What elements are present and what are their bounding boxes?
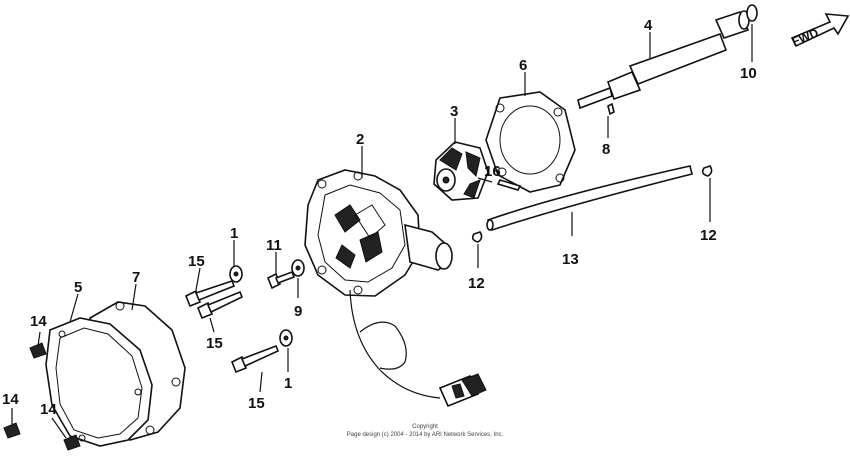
callout-12-left: 12 xyxy=(468,275,485,292)
callout-14-a: 14 xyxy=(30,313,47,330)
part-5-gasket xyxy=(45,317,153,447)
part-12-clamp-left xyxy=(471,231,483,243)
part-6-cover xyxy=(485,91,576,193)
callout-5: 5 xyxy=(74,279,82,296)
callout-13: 13 xyxy=(562,251,579,268)
part-4-shaft xyxy=(577,10,750,110)
leader-lines xyxy=(11,24,753,439)
callout-16: 16 xyxy=(484,163,501,180)
callout-14-b: 14 xyxy=(2,391,19,408)
callout-15-lower: 15 xyxy=(248,395,265,412)
fwd-label: FWD xyxy=(790,25,821,48)
callout-12-right: 12 xyxy=(700,227,717,244)
callout-4: 4 xyxy=(644,17,653,34)
callout-6: 6 xyxy=(519,57,527,74)
part-11-bolt xyxy=(266,270,296,290)
callout-14-c: 14 xyxy=(40,401,57,418)
callout-11: 11 xyxy=(266,237,282,254)
part-12-clamp-right xyxy=(701,165,713,177)
part-16-key xyxy=(496,179,522,191)
callout-9: 9 xyxy=(294,303,302,320)
part-15-bolt-middle xyxy=(196,290,244,320)
part-14-bolt-b xyxy=(3,422,21,439)
part-2-housing xyxy=(304,169,453,297)
callout-1-lower: 1 xyxy=(284,375,292,392)
part-3-rotor xyxy=(433,141,489,201)
callout-10: 10 xyxy=(740,65,757,82)
copyright-line-1: Copyright xyxy=(412,424,438,430)
part-15-bolt-lower xyxy=(230,344,280,374)
copyright-line-2: Page design (c) 2004 - 2014 by ARI Netwo… xyxy=(347,432,504,438)
callout-15-middle: 15 xyxy=(206,335,223,352)
callout-1-upper: 1 xyxy=(230,225,238,242)
part-10-o-ring xyxy=(746,4,758,22)
callout-3: 3 xyxy=(450,103,458,120)
part-14-bolt-c xyxy=(63,434,81,451)
wire-connector xyxy=(438,373,487,408)
callout-2: 2 xyxy=(356,131,364,148)
wire-harness xyxy=(349,289,441,399)
fwd-arrow: FWD xyxy=(790,13,850,49)
callout-15-upper: 15 xyxy=(188,253,205,270)
callout-7: 7 xyxy=(132,269,140,286)
part-13-hose xyxy=(486,165,693,231)
part-15-bolt-upper xyxy=(184,280,236,308)
callout-labels: 4 10 6 8 3 16 2 13 12 12 1 11 9 15 15 15… xyxy=(2,17,757,418)
callout-8: 8 xyxy=(602,141,610,158)
part-8-pin xyxy=(607,102,615,116)
